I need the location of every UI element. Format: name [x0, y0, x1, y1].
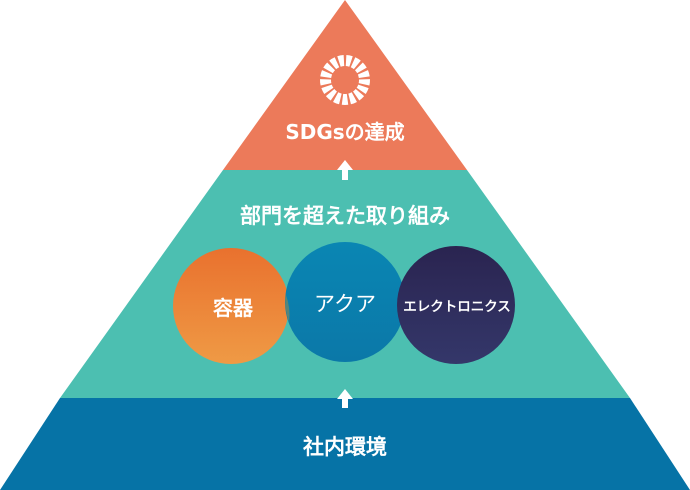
arrow-up-icon — [337, 389, 353, 408]
sdg-wheel-segment — [320, 70, 333, 78]
circle-electronics-label: エレクトロニクス — [403, 299, 511, 315]
sdg-wheel-segment — [350, 57, 361, 70]
sdg-wheel-segment — [348, 92, 357, 105]
arrow-up-icon — [337, 160, 353, 180]
sdg-wheel-icon — [320, 55, 370, 106]
circle-aqua-label: アクア — [314, 292, 376, 316]
sdg-wheel-segment — [357, 70, 370, 78]
sdg-wheel-segment — [323, 62, 336, 74]
sdg-wheel-segment — [356, 84, 369, 94]
circle-containers-label: 容器 — [213, 296, 253, 320]
sdg-wheel-segment — [354, 62, 367, 74]
pyramid-top-tier — [223, 0, 467, 170]
sdg-wheel-segment — [321, 84, 334, 94]
circle-electronics — [397, 246, 515, 364]
sdg-wheel-segment — [345, 55, 353, 67]
circle-overlap — [285, 294, 290, 322]
top-tier-label: SDGsの達成 — [285, 120, 405, 144]
pyramid-bottom-tier — [0, 398, 690, 490]
sdg-wheel-segment — [329, 57, 340, 70]
circle-aqua — [285, 242, 405, 362]
sdg-wheel-segment — [337, 55, 345, 67]
sdg-wheel-segment — [358, 79, 370, 86]
sdg-wheel-segment — [320, 79, 332, 86]
middle-tier-label: 部門を超えた取り組み — [240, 204, 450, 228]
sdg-wheel-segment — [325, 89, 337, 101]
bottom-tier-label: 社内環境 — [303, 435, 387, 459]
sdg-wheel-segment — [333, 92, 342, 105]
sdg-wheel-segment — [341, 93, 349, 106]
sdg-wheel-segment — [353, 89, 365, 101]
circle-containers — [173, 248, 289, 364]
